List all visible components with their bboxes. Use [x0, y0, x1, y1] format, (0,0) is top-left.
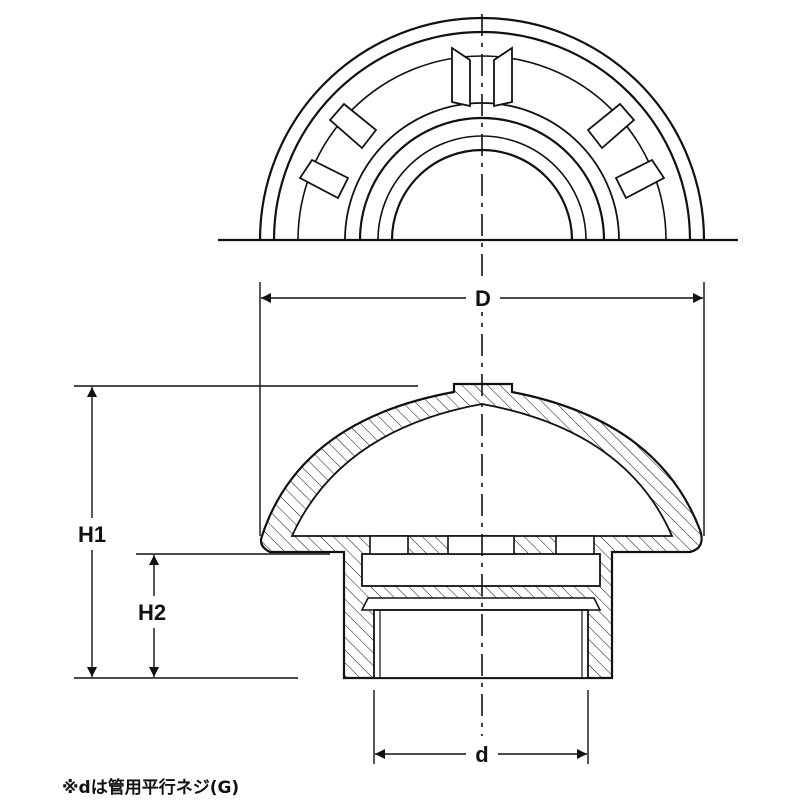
vent-slot: [369, 535, 409, 555]
neck-cavity: [361, 553, 601, 587]
rib-center-left: [451, 46, 471, 108]
ribs: [298, 46, 666, 200]
vent-slot: [447, 535, 515, 555]
rib-right-lower: [614, 158, 666, 200]
label-d: d: [475, 742, 488, 767]
label-D: D: [475, 286, 491, 311]
rib-center-right: [493, 46, 513, 108]
boss-outer-arc: [358, 116, 606, 241]
label-H2: H2: [138, 600, 166, 625]
thread-bore: [373, 609, 589, 679]
rib-left-upper: [328, 102, 378, 150]
top-view: [218, 16, 738, 242]
rib-right-upper: [586, 102, 636, 150]
label-H1: H1: [78, 522, 106, 547]
vent-slot: [555, 535, 595, 555]
thread-chamfer: [360, 597, 602, 611]
rib-left-lower: [298, 158, 350, 200]
thread-note: ※dは管用平行ネジ(G): [62, 778, 240, 798]
dimensions: [74, 282, 705, 764]
